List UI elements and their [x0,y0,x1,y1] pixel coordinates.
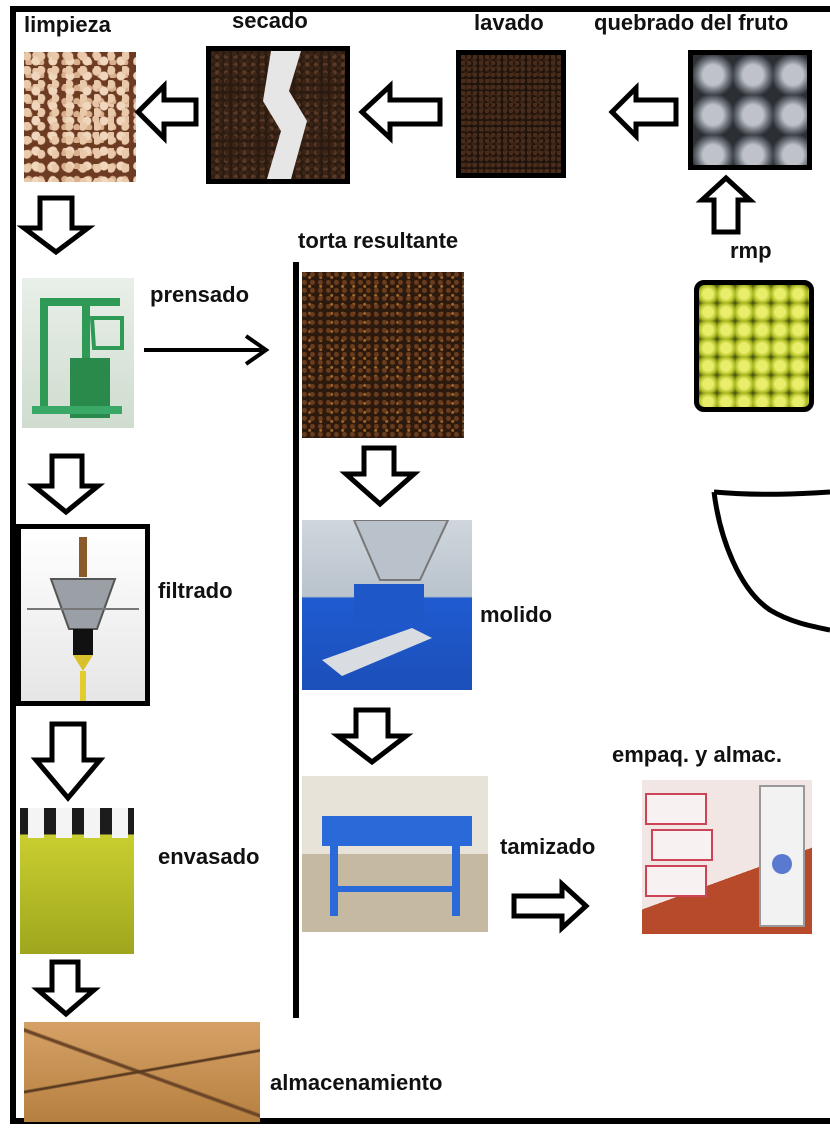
limpieza-photo [24,52,136,182]
label-quebrado: quebrado del fruto [594,10,789,35]
label-envasado: envasado [158,844,260,869]
label-lavado: lavado [474,10,544,35]
diagram-frame [10,6,830,1124]
torta-photo [302,272,464,438]
label-empaq: empaq. y almac. [612,742,782,767]
secado-photo [206,46,350,184]
empaq-photo [642,780,812,934]
label-molido: molido [480,602,553,627]
filtrado-photo [16,524,150,706]
envasado-photo [20,808,134,954]
lavado-photo [456,50,566,178]
label-rmp: rmp [730,238,772,263]
quebrado-photo [688,50,812,170]
almacenamiento-photo [24,1022,260,1122]
label-limpieza: limpieza [24,12,111,37]
label-tamizado: tamizado [500,834,596,859]
label-secado: secado [232,8,308,33]
label-almacenamiento: almacenamiento [270,1070,443,1095]
prensado-photo [22,278,134,428]
label-prensado: prensado [150,282,250,307]
rmp-photo [694,280,814,412]
molido-photo [302,520,472,690]
tamizado-photo [302,776,488,932]
label-torta: torta resultante [298,228,459,253]
label-filtrado: filtrado [158,578,233,603]
